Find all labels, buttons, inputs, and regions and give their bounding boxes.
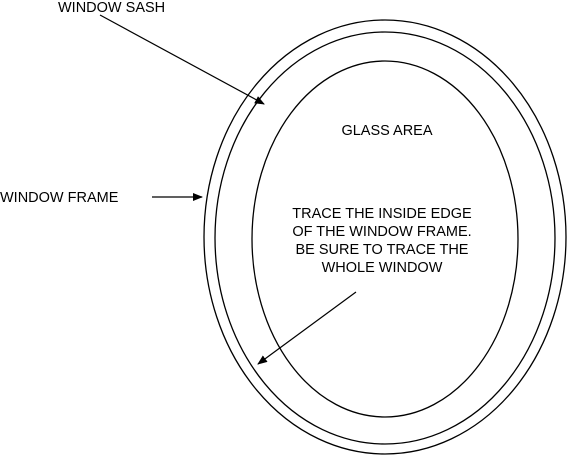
sash-ellipse (214, 31, 556, 445)
instruction-line: TRACE THE INSIDE EDGE (292, 206, 472, 222)
trace-instruction-arrow (257, 291, 357, 365)
instruction-line: BE SURE TO TRACE THE (296, 242, 469, 258)
outer-frame-ellipse (203, 19, 567, 455)
window-sash-label: WINDOW SASH (58, 0, 165, 16)
glass-area-label: GLASS AREA (341, 123, 432, 139)
window-sash-arrow (99, 14, 265, 105)
instruction-line: OF THE WINDOW FRAME. (292, 224, 471, 240)
glass-ellipse (251, 60, 519, 418)
instruction-line: WHOLE WINDOW (322, 260, 443, 276)
window-frame-label: WINDOW FRAME (0, 190, 119, 206)
